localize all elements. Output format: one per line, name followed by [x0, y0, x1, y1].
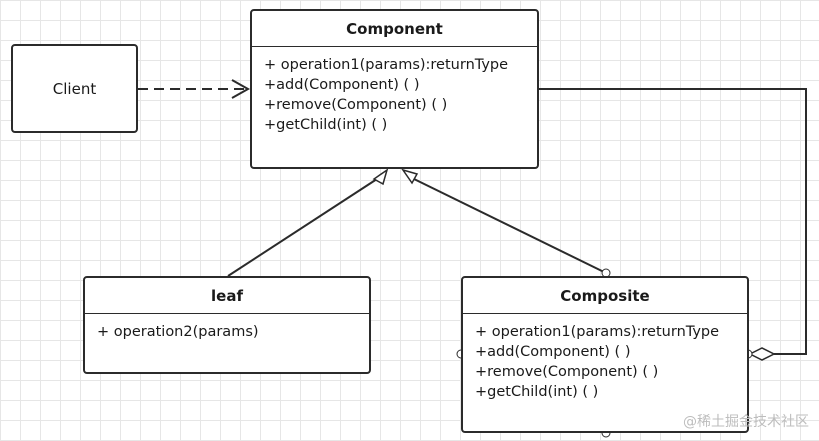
- composite-member: +remove(Component) ( ): [475, 364, 659, 380]
- composite-class-name: Composite: [463, 278, 747, 314]
- leaf-members: + operation2(params): [85, 314, 369, 342]
- composite-class-box[interactable]: Composite + operation1(params):returnTyp…: [461, 276, 749, 433]
- composite-members: + operation1(params):returnType +add(Com…: [463, 314, 747, 402]
- aggregation-line: [539, 88, 807, 355]
- composite-member: +add(Component) ( ): [475, 344, 631, 360]
- component-class-name: Component: [252, 11, 537, 47]
- dependency-arrowhead: [231, 79, 251, 99]
- leaf-class-box[interactable]: leaf + operation2(params): [83, 276, 371, 374]
- composite-member: +getChild(int) ( ): [475, 384, 599, 400]
- component-member: +getChild(int) ( ): [264, 117, 388, 133]
- aggregation-diamond: [748, 347, 776, 361]
- component-member: +add(Component) ( ): [264, 77, 420, 93]
- watermark-text: @稀土掘金技术社区: [683, 414, 809, 430]
- leaf-class-name: leaf: [85, 278, 369, 314]
- component-member: +remove(Component) ( ): [264, 97, 448, 113]
- leaf-generalization-line: [227, 178, 378, 277]
- leaf-member: + operation2(params): [97, 324, 259, 340]
- composite-generalization-arrowhead: [401, 168, 419, 185]
- component-member: + operation1(params):returnType: [264, 57, 509, 73]
- client-box[interactable]: Client: [11, 44, 138, 133]
- component-class-box[interactable]: Component + operation1(params):returnTyp…: [250, 9, 539, 169]
- component-members: + operation1(params):returnType +add(Com…: [252, 47, 537, 135]
- composite-generalization-line: [413, 178, 607, 274]
- client-label: Client: [52, 79, 97, 98]
- composite-member: + operation1(params):returnType: [475, 324, 720, 340]
- leaf-generalization-arrowhead: [372, 168, 389, 186]
